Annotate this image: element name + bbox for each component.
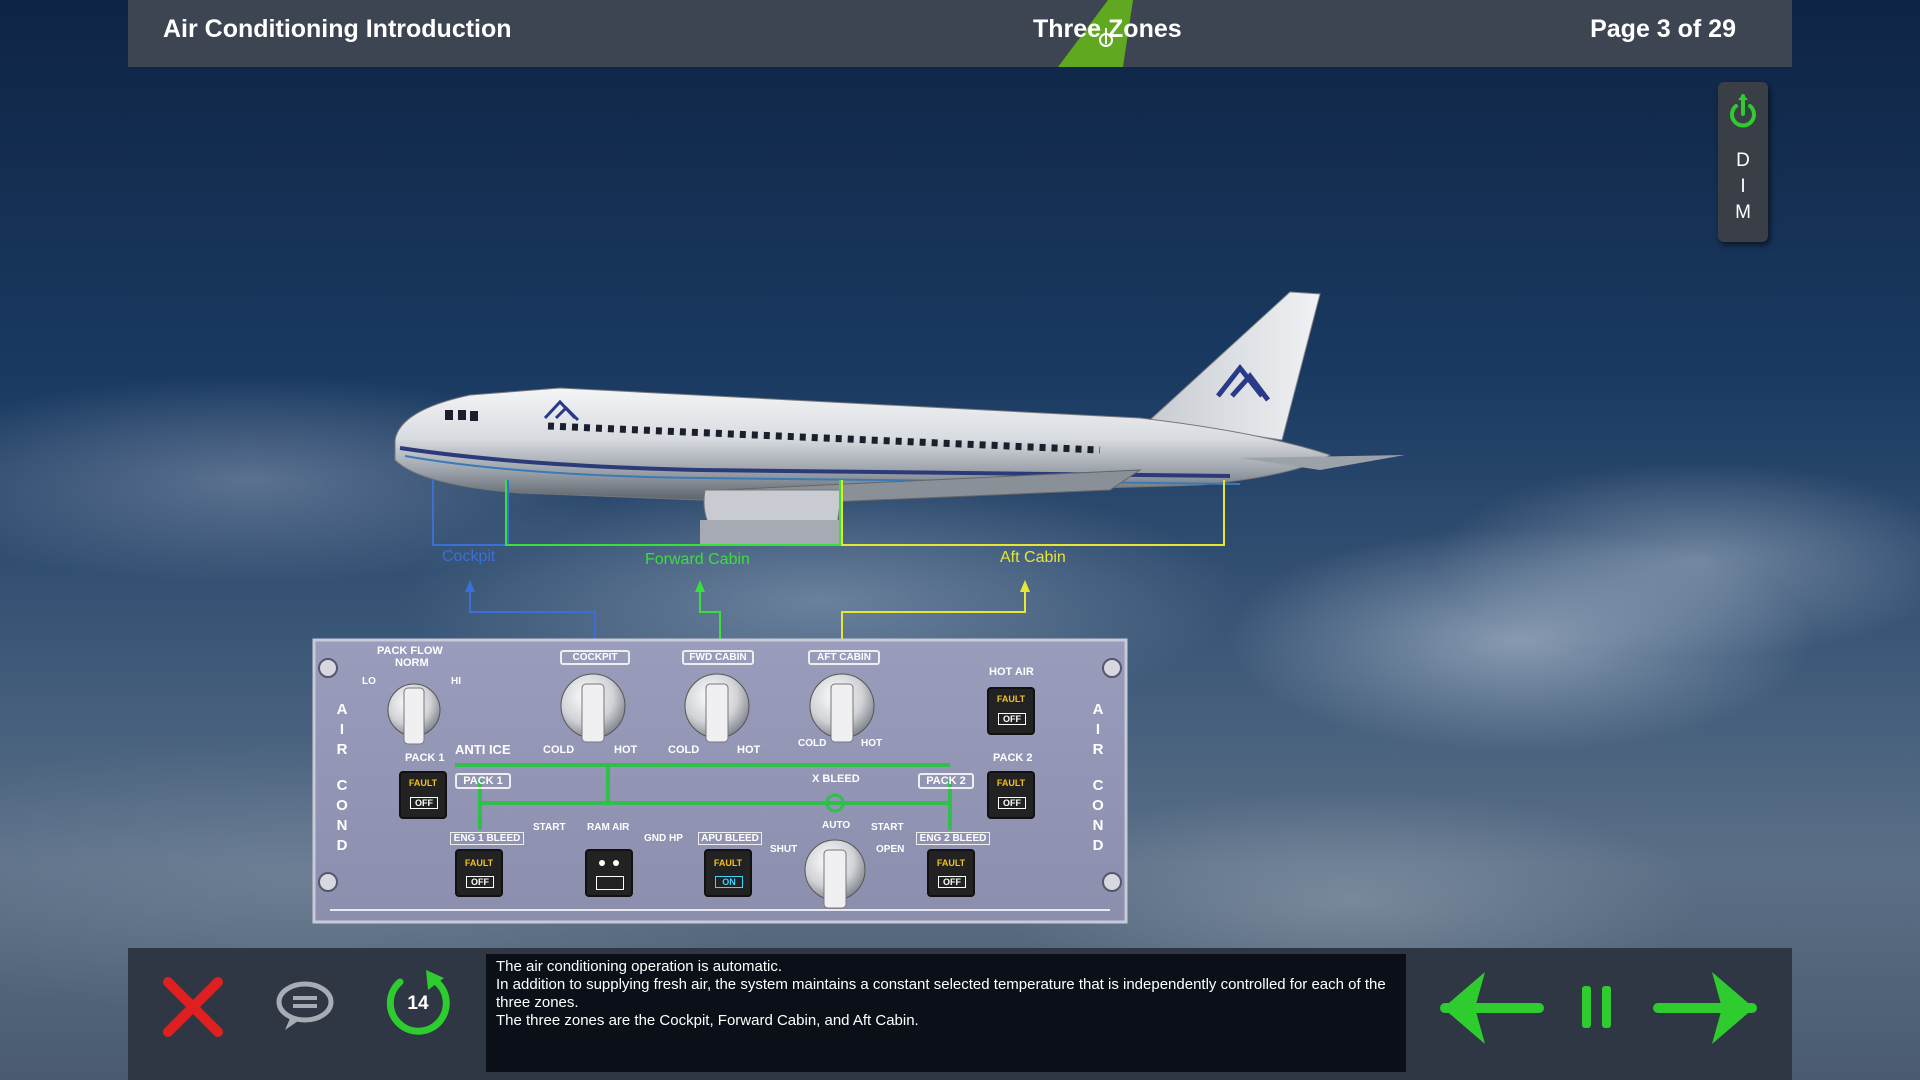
- cockpit-duct: [469, 588, 596, 640]
- dim-letter-d: D: [1736, 150, 1750, 171]
- eng1-bleed-button: [455, 849, 503, 897]
- pack-flow-knob: [387, 683, 441, 745]
- forward-duct: [699, 588, 721, 640]
- dim-letter-i: I: [1740, 176, 1746, 197]
- ram-air-button: [585, 849, 633, 897]
- speech-bubble-icon: [276, 981, 334, 1030]
- caption-line-2: In addition to supplying fresh air, the …: [496, 976, 1386, 1011]
- title-bar: Air Conditioning Introduction Three Zone…: [128, 0, 1792, 67]
- aft-cabin-zone-label: Aft Cabin: [1000, 549, 1066, 566]
- cabin-windows: [445, 410, 478, 421]
- tail-logo: [1216, 363, 1270, 402]
- dim-letter-m: M: [1735, 202, 1751, 223]
- pack1-button: [399, 771, 447, 819]
- caption-line-1: The air conditioning operation is automa…: [496, 958, 782, 975]
- eng2-bleed-button: [927, 849, 975, 897]
- x-bleed-valve: [825, 793, 845, 813]
- caption-line-3: The three zones are the Cockpit, Forward…: [496, 1012, 919, 1029]
- close-icon: [163, 977, 223, 1037]
- power-icon: [1730, 94, 1756, 128]
- section-title: Three Zones: [1033, 15, 1182, 43]
- cockpit-zone-label: Cockpit: [442, 548, 496, 565]
- replay-count: 14: [407, 993, 429, 1014]
- cockpit-temp-knob: [560, 673, 626, 743]
- arrow-left-icon: [1440, 972, 1544, 1044]
- pause-button[interactable]: [1580, 984, 1614, 1030]
- close-button[interactable]: [160, 974, 226, 1040]
- replay-button[interactable]: 14: [382, 968, 454, 1040]
- app-title: Air Conditioning Introduction: [163, 15, 512, 43]
- narration-caption: The air conditioning operation is automa…: [486, 954, 1406, 1072]
- fwd-cabin-temp-knob: [684, 673, 750, 743]
- stabilizer: [1240, 455, 1405, 470]
- back-button[interactable]: [1435, 968, 1545, 1048]
- cockpit-bracket: [432, 480, 509, 546]
- airline-tail-logo: [1058, 0, 1133, 67]
- page-indicator: Page 3 of 29: [1590, 15, 1736, 43]
- replay-icon: [386, 970, 450, 1035]
- hot-air-button: [987, 687, 1035, 735]
- window-row: [547, 422, 1101, 454]
- next-button[interactable]: [1652, 968, 1762, 1048]
- apu-bleed-button: [704, 849, 752, 897]
- arrow-right-icon: [1653, 972, 1757, 1044]
- nose-logo: [543, 399, 580, 422]
- pause-icon: [1582, 986, 1611, 1028]
- dim-button[interactable]: D I M: [1718, 82, 1768, 242]
- x-bleed-knob: [804, 839, 866, 909]
- pack2-button: [987, 771, 1035, 819]
- forward-cabin-bracket: [505, 480, 841, 546]
- aft-duct: [841, 588, 1026, 640]
- forward-cabin-zone-label: Forward Cabin: [645, 551, 750, 568]
- aft-cabin-temp-knob: [809, 673, 875, 743]
- comment-button[interactable]: [275, 978, 335, 1034]
- tail-fin: [1148, 291, 1321, 441]
- aft-cabin-bracket: [841, 480, 1225, 546]
